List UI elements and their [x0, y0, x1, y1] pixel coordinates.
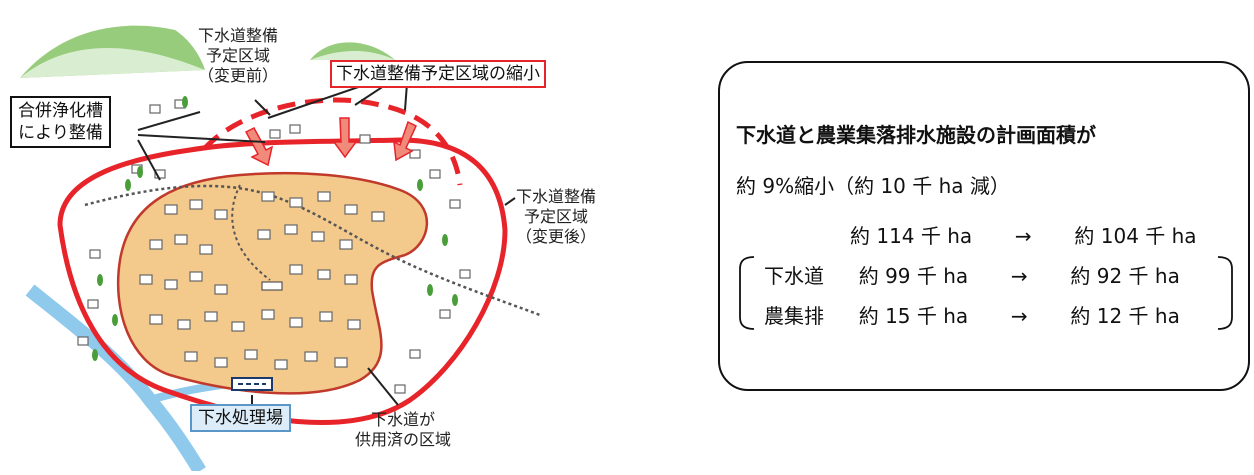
station-building	[261, 281, 283, 291]
summary-headline-line1: 下水道と農業集落排水施設の計画面積が	[736, 123, 1096, 147]
river	[25, 284, 206, 475]
row-sewer-after: 約 92 千 ha	[1070, 264, 1180, 288]
row-agri-after: 約 12 千 ha	[1070, 304, 1180, 328]
label-served-area: 下水道が 供用済の区域	[355, 410, 452, 449]
row-sewer-before: 約 99 千 ha	[858, 264, 969, 288]
summary-box: 下水道と農業集落排水施設の計画面積が 約 9%縮小（約 10 千 ha 減） 約…	[718, 61, 1250, 391]
callout-septic-2	[137, 134, 266, 143]
bracket-left	[739, 256, 755, 330]
houses-served	[139, 191, 385, 370]
sewer-area-diagram: 下水道整備 予定区域 （変更前） 下水道整備予定区域の縮小 合併浄化槽 により整…	[10, 25, 597, 475]
callout-septic-1	[137, 111, 201, 131]
summary-row-agri: 農集排 約 15 千 ha → 約 12 千 ha	[764, 300, 1180, 329]
diagram-canvas	[20, 25, 541, 475]
shrink-arrow-2	[332, 117, 358, 159]
label-area-before: 下水道整備 予定区域 （変更前）	[198, 26, 279, 85]
trees	[92, 96, 458, 361]
total-arrow: →	[1014, 224, 1032, 248]
railway	[84, 184, 541, 317]
label-area-after: 下水道整備 予定区域 （変更後）	[516, 187, 597, 246]
callout-septic-3	[137, 139, 161, 181]
bracket-right	[1217, 256, 1233, 330]
row-agri-arrow: →	[1010, 304, 1028, 328]
summary-row-sewer: 下水道 約 99 千 ha → 約 92 千 ha	[764, 260, 1180, 289]
shrink-arrow-3	[393, 120, 417, 162]
shrink-arrow-1	[244, 127, 274, 167]
callout-served	[367, 367, 399, 406]
total-after: 約 104 千 ha	[1074, 224, 1197, 248]
callout-before	[254, 99, 271, 116]
shrink-arrows	[244, 117, 417, 167]
railway-branch	[231, 184, 271, 281]
hill-right-shade	[310, 51, 395, 60]
houses-outside	[77, 99, 471, 394]
summary-headline-line2: 約 9%縮小（約 10 千 ha 減）	[736, 174, 1010, 198]
breakdown-brackets	[739, 256, 1233, 330]
treatment-plant	[231, 377, 273, 391]
row-agri-name: 農集排	[764, 304, 824, 328]
total-before: 約 114 千 ha	[850, 224, 973, 248]
row-agri-before: 約 15 千 ha	[858, 304, 969, 328]
hill-left-shade	[20, 48, 205, 78]
label-septic-tank: 合併浄化槽 により整備	[10, 96, 111, 148]
row-sewer-arrow: →	[1010, 264, 1028, 288]
label-area-shrink: 下水道整備予定区域の縮小	[330, 60, 546, 88]
label-treatment-plant: 下水処理場	[190, 404, 291, 432]
summary-total-row: 約 114 千 ha → 約 104 千 ha	[850, 220, 1197, 249]
row-sewer-name: 下水道	[764, 264, 824, 288]
callout-after	[504, 197, 516, 206]
planned-area-after-boundary	[57, 137, 508, 426]
